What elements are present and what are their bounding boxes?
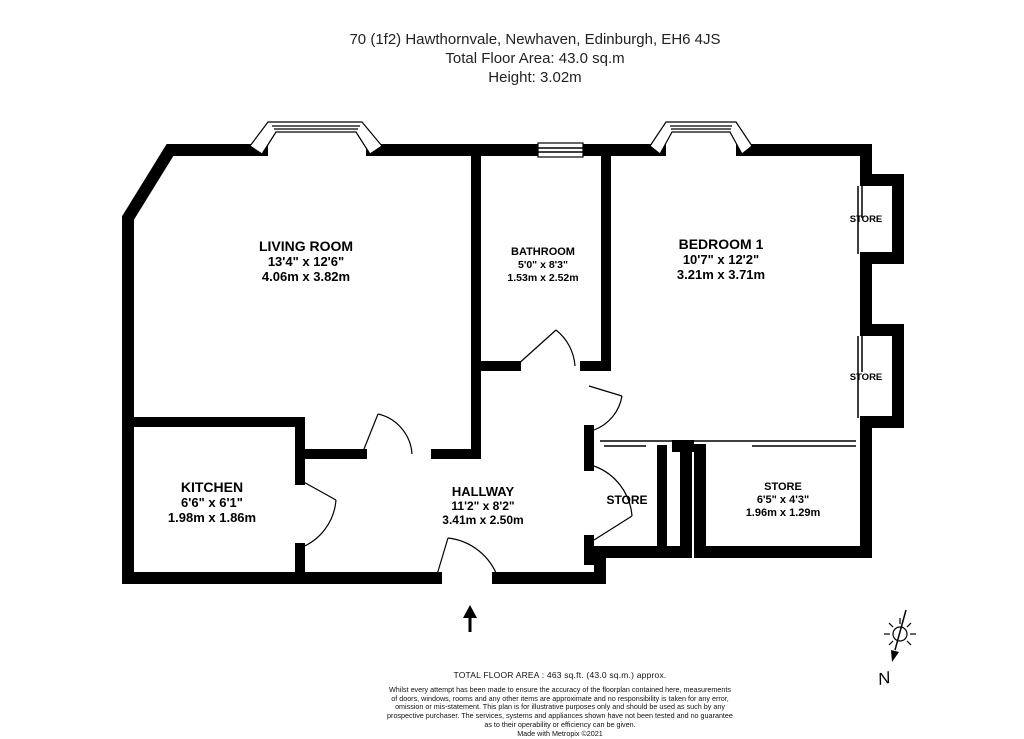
address-line: 70 (1f2) Hawthornvale, Newhaven, Edinbur…: [349, 31, 721, 48]
outer-wall-south-east: [492, 444, 692, 584]
plan-header: 70 (1f2) Hawthornvale, Newhaven, Edinbur…: [0, 30, 1024, 87]
bathroom-window: [537, 142, 584, 158]
hallway-imperial: 11'2" x 8'2": [451, 499, 514, 513]
interior-walls: [127, 147, 694, 581]
hallway-name: HALLWAY: [452, 484, 515, 499]
footer-total-area: TOTAL FLOOR AREA : 463 sq.ft. (43.0 sq.m…: [453, 670, 667, 680]
disclaimer-line-2: of doors, windows, rooms and any other i…: [391, 693, 729, 703]
bay-window-bedroom: [649, 121, 753, 155]
wall-pillar: [672, 440, 694, 452]
store-main-imperial: 6'5" x 4'3": [757, 494, 809, 506]
store-main-metric: 1.96m x 1.29m: [746, 507, 821, 519]
total-floor-area-line: Total Floor Area: 43.0 sq.m: [445, 50, 625, 67]
store-hall-name: STORE: [606, 493, 647, 507]
door-swings: [299, 329, 633, 579]
outer-wall-west: [122, 144, 268, 584]
store-main-name: STORE: [764, 481, 802, 493]
footer-credit: Made with Metropix ©2021: [517, 728, 603, 738]
living-room-imperial: 13'4" x 12'6": [268, 254, 344, 269]
bay-window-living: [249, 121, 383, 155]
disclaimer-line-4: prospective purchaser. The services, sys…: [387, 711, 733, 721]
height-line: Height: 3.02m: [488, 69, 582, 86]
hallway-metric: 3.41m x 2.50m: [442, 513, 523, 527]
disclaimer-line-3: omission or mis-statement. This plan is …: [395, 702, 725, 712]
outer-wall-store-south: [694, 444, 872, 558]
compass-icon: [884, 609, 916, 662]
outer-wall-east: [860, 174, 904, 558]
plan-footer: TOTAL FLOOR AREA : 463 sq.ft. (43.0 sq.m…: [380, 671, 740, 739]
store-upper-name: STORE: [850, 214, 883, 225]
disclaimer-line-5: as to their operability or efficiency ca…: [484, 719, 636, 729]
living-room-name: LIVING ROOM: [259, 238, 353, 254]
partitions: [537, 142, 863, 447]
kitchen-imperial: 6'6" x 6'1": [181, 495, 243, 510]
kitchen-name: KITCHEN: [181, 479, 243, 495]
store-lower-name: STORE: [850, 372, 883, 383]
walls: [122, 144, 904, 584]
bathroom-name: BATHROOM: [511, 246, 575, 258]
kitchen-metric: 1.98m x 1.86m: [168, 510, 256, 525]
living-room-metric: 4.06m x 3.82m: [262, 269, 350, 284]
bedroom-1-name: BEDROOM 1: [679, 236, 764, 252]
outer-wall-north-c: [736, 144, 872, 186]
bathroom-metric: 1.53m x 2.52m: [507, 272, 578, 284]
north-label: N: [876, 668, 893, 689]
bathroom-imperial: 5'0" x 8'3": [518, 259, 568, 271]
bedroom-1-metric: 3.21m x 3.71m: [677, 267, 765, 282]
bedroom-1-imperial: 10'7" x 12'2": [683, 252, 759, 267]
entrance-arrow-icon: [463, 605, 477, 632]
disclaimer-line-1: Whilst every attempt has been made to en…: [389, 684, 731, 694]
